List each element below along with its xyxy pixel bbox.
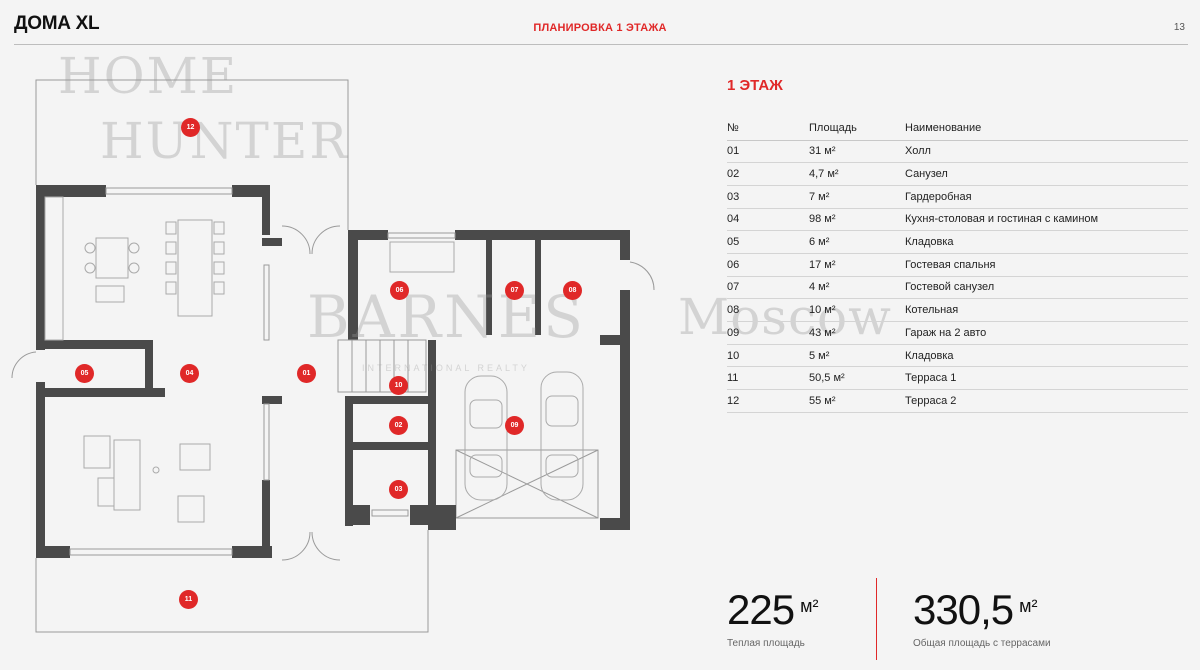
room-area: 31 м² [809, 140, 905, 164]
plan-marker-12: 12 [181, 118, 200, 137]
plan-marker-02: 02 [389, 416, 408, 435]
room-area: 55 м² [809, 389, 905, 413]
plan-marker-09: 09 [505, 416, 524, 435]
room-name: Санузел [905, 162, 1188, 186]
room-name: Кухня-столовая и гостиная с камином [905, 208, 1188, 232]
room-number: 01 [727, 140, 809, 164]
room-number: 07 [727, 276, 809, 300]
room-number: 10 [727, 344, 809, 368]
room-name: Гараж на 2 авто [905, 321, 1188, 345]
room-area: 10 м² [809, 298, 905, 322]
warm-area-value: 225 [727, 586, 795, 633]
plan-marker-04: 04 [180, 364, 199, 383]
room-area: 17 м² [809, 253, 905, 277]
column-header-name: Наименование [905, 116, 1188, 141]
room-name: Кладовка [905, 230, 1188, 254]
room-area: 4 м² [809, 276, 905, 300]
floor-plan [0, 50, 660, 650]
room-name: Гостевая спальня [905, 253, 1188, 277]
stats-divider [876, 578, 877, 660]
brand-title: ДОМА XL [14, 13, 100, 34]
room-area: 4,7 м² [809, 162, 905, 186]
room-area: 7 м² [809, 185, 905, 209]
header-divider [14, 44, 1188, 45]
room-area: 98 м² [809, 208, 905, 232]
room-name: Холл [905, 140, 1188, 164]
page-number: 13 [1173, 22, 1185, 33]
column-header-area: Площадь [809, 116, 905, 141]
room-number: 09 [727, 321, 809, 345]
plan-marker-10: 10 [389, 376, 408, 395]
floor-plan-drawing [11, 79, 655, 633]
room-number: 08 [727, 298, 809, 322]
room-area: 5 м² [809, 344, 905, 368]
plan-marker-06: 06 [390, 281, 409, 300]
room-number: 11 [727, 366, 809, 391]
plan-marker-08: 08 [563, 281, 582, 300]
room-number: 02 [727, 162, 809, 186]
room-name: Кладовка [905, 344, 1188, 368]
plan-marker-11: 11 [179, 590, 198, 609]
table-header-row: № Площадь Наименование [727, 116, 1188, 141]
plan-marker-05: 05 [75, 364, 94, 383]
floor-title: 1 ЭТАЖ [727, 77, 783, 94]
room-name: Терраса 2 [905, 389, 1188, 413]
warm-area-unit: м² [800, 596, 819, 616]
total-area-unit: м² [1019, 596, 1038, 616]
room-area: 43 м² [809, 321, 905, 345]
plan-marker-03: 03 [389, 480, 408, 499]
room-name: Котельная [905, 298, 1188, 322]
room-area: 6 м² [809, 230, 905, 254]
room-number: 04 [727, 208, 809, 232]
room-name: Гардеробная [905, 185, 1188, 209]
room-number: 06 [727, 253, 809, 277]
total-area-caption: Общая площадь с террасами [913, 638, 1051, 649]
room-number: 03 [727, 185, 809, 209]
column-header-number: № [727, 116, 809, 141]
warm-area-caption: Теплая площадь [727, 638, 805, 649]
header: ДОМА XL ПЛАНИРОВКА 1 ЭТАЖА 13 [0, 0, 1200, 46]
section-title: ПЛАНИРОВКА 1 ЭТАЖА [533, 22, 667, 34]
room-number: 12 [727, 389, 809, 413]
room-name: Гостевой санузел [905, 276, 1188, 300]
plan-marker-07: 07 [505, 281, 524, 300]
plan-marker-01: 01 [297, 364, 316, 383]
room-name: Терраса 1 [905, 366, 1188, 391]
room-area: 50,5 м² [809, 366, 905, 391]
total-area-value: 330,5 [913, 586, 1014, 633]
room-number: 05 [727, 230, 809, 254]
